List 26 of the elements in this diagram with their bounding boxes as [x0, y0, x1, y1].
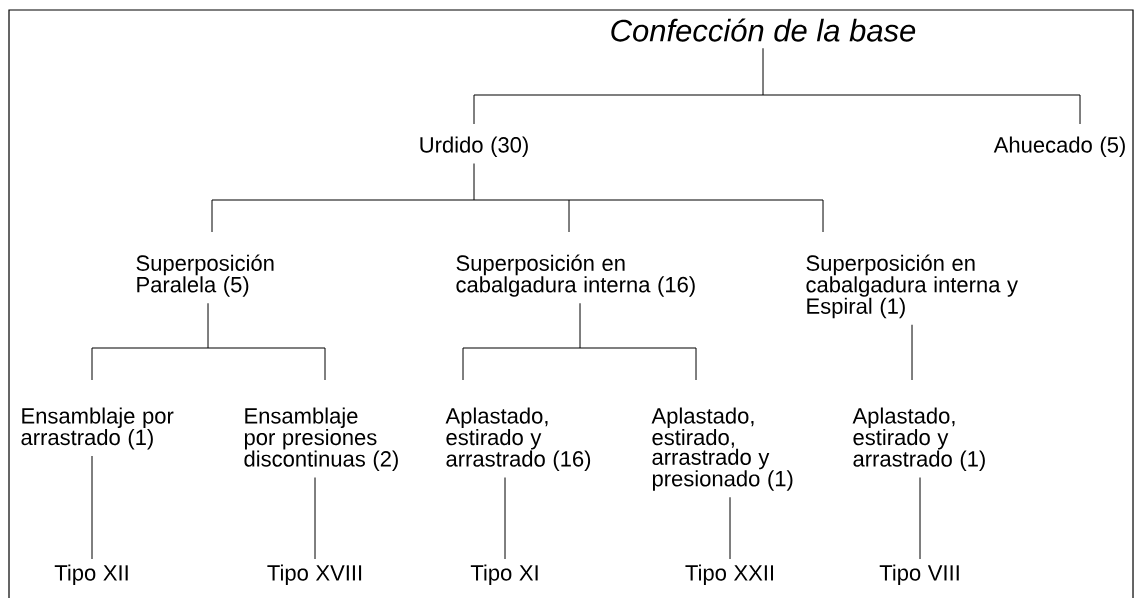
tree-connector	[91, 302, 326, 381]
type-label: Tipo XVIII	[267, 564, 362, 585]
category-label: Superposición Paralela (5)	[136, 254, 274, 297]
category-label: Superposición en cabalgadura interna y Espiral (1)	[806, 254, 1018, 319]
connector-line	[919, 477, 921, 560]
category-label: Aplastado, estirado y arrastrado (16)	[445, 407, 591, 471]
category-label: Aplastado, estirado, arrastrado y presionado (1)	[651, 407, 793, 491]
type-label: Tipo XI	[470, 564, 538, 585]
type-label: Tipo XII	[54, 564, 128, 585]
category-label: Ahuecado (5)	[993, 136, 1125, 157]
tree-connector	[211, 163, 824, 233]
type-label: Tipo VIII	[879, 564, 959, 585]
category-label: Superposición en cabalgadura interna (16)	[456, 254, 695, 297]
connector-line	[91, 455, 93, 560]
root-heading: Confección de la base	[611, 18, 916, 42]
connector-line	[911, 324, 913, 381]
category-label: Urdido (30)	[420, 136, 528, 157]
connector-line	[504, 477, 506, 560]
tree-connector	[473, 47, 1081, 125]
category-label: Ensamblaje por arrastrado (1)	[21, 407, 174, 450]
type-label: Tipo XXII	[685, 564, 774, 585]
category-label: Ensamblaje por presiones discontinuas (2)	[244, 407, 398, 471]
tree-connector	[462, 302, 697, 381]
connector-line	[314, 477, 316, 560]
connector-line	[729, 496, 731, 560]
category-label: Aplastado, estirado y arrastrado (1)	[852, 407, 985, 471]
